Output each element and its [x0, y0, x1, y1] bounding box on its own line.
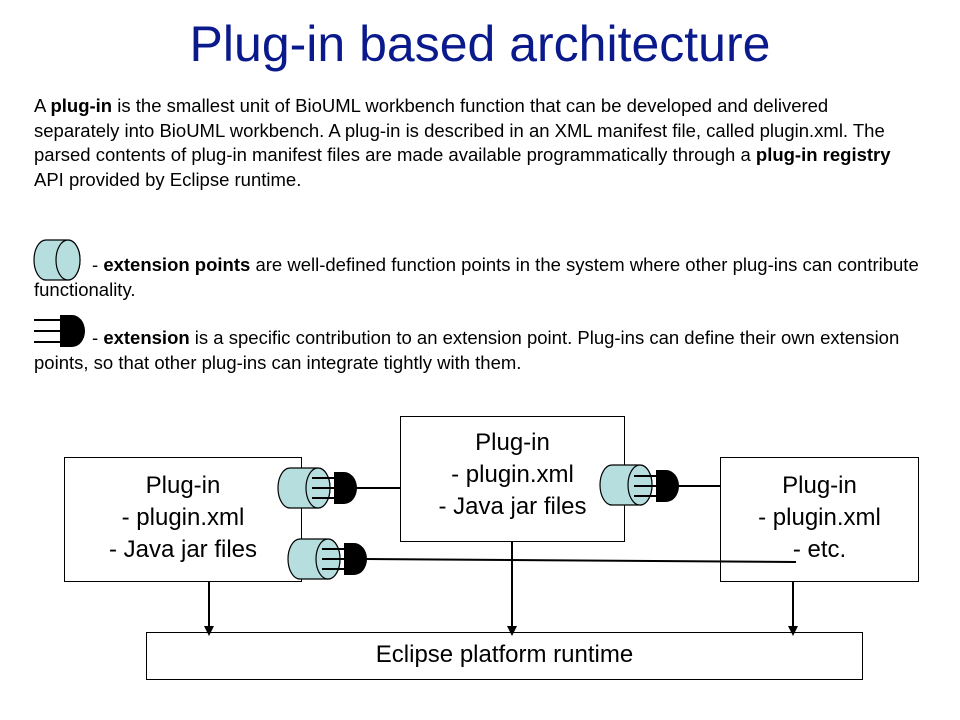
extension-prefix: - [92, 327, 104, 348]
extension-point-prefix: - [92, 254, 104, 275]
extension-legend: - extension is a specific contribution t… [34, 326, 924, 375]
extension-point-text: are well-defined function points in the … [34, 254, 919, 300]
runtime-label: Eclipse platform runtime [375, 641, 634, 668]
plugin-box-right-line-2: - plugin.xml [758, 504, 881, 531]
intro-term-registry: plug-in registry [755, 144, 891, 165]
plugin-box-center-line-3: - Java jar files [438, 493, 587, 520]
plugin-box-left: Plug-in - plugin.xml - Java jar files [64, 457, 302, 582]
page-title: Plug-in based architecture [189, 16, 771, 72]
intro-paragraph: A plug-in is the smallest unit of BioUML… [34, 94, 914, 192]
extension-plug-icon [634, 470, 679, 502]
plugin-box-right-line-3: - etc. [792, 536, 847, 563]
legend-extension-point-cylinder-icon [33, 239, 81, 281]
plugin-box-left-line-1: Plug-in [145, 472, 221, 499]
plugin-box-center: Plug-in - plugin.xml - Java jar files [400, 416, 625, 542]
extension-plug-icon [312, 472, 357, 504]
plugin-box-center-line-1: Plug-in [475, 429, 550, 456]
intro-text-0: A [34, 95, 51, 116]
extension-text: is a specific contribution to an extensi… [34, 327, 900, 373]
intro-text-2: is the smallest unit of BioUML workbench… [34, 95, 885, 165]
runtime-box: Eclipse platform runtime [146, 632, 863, 680]
extension-point-term: extension points [103, 254, 251, 275]
plugin-box-left-line-3: - Java jar files [108, 536, 258, 563]
extension-term: extension [103, 327, 190, 348]
legend-extension-plug-icon [34, 315, 85, 347]
plugin-box-center-line-2: - plugin.xml [451, 461, 574, 488]
intro-text-4: API provided by Eclipse runtime. [34, 168, 302, 190]
extension-plug-icon [322, 543, 367, 575]
extension-point-legend: - extension points are well-defined func… [34, 253, 924, 302]
intro-term-plugin: plug-in [50, 95, 113, 116]
plugin-box-right-line-1: Plug-in [782, 472, 857, 499]
plugin-box-left-line-2: - plugin.xml [121, 504, 245, 531]
connector-left-bottom [365, 558, 797, 563]
